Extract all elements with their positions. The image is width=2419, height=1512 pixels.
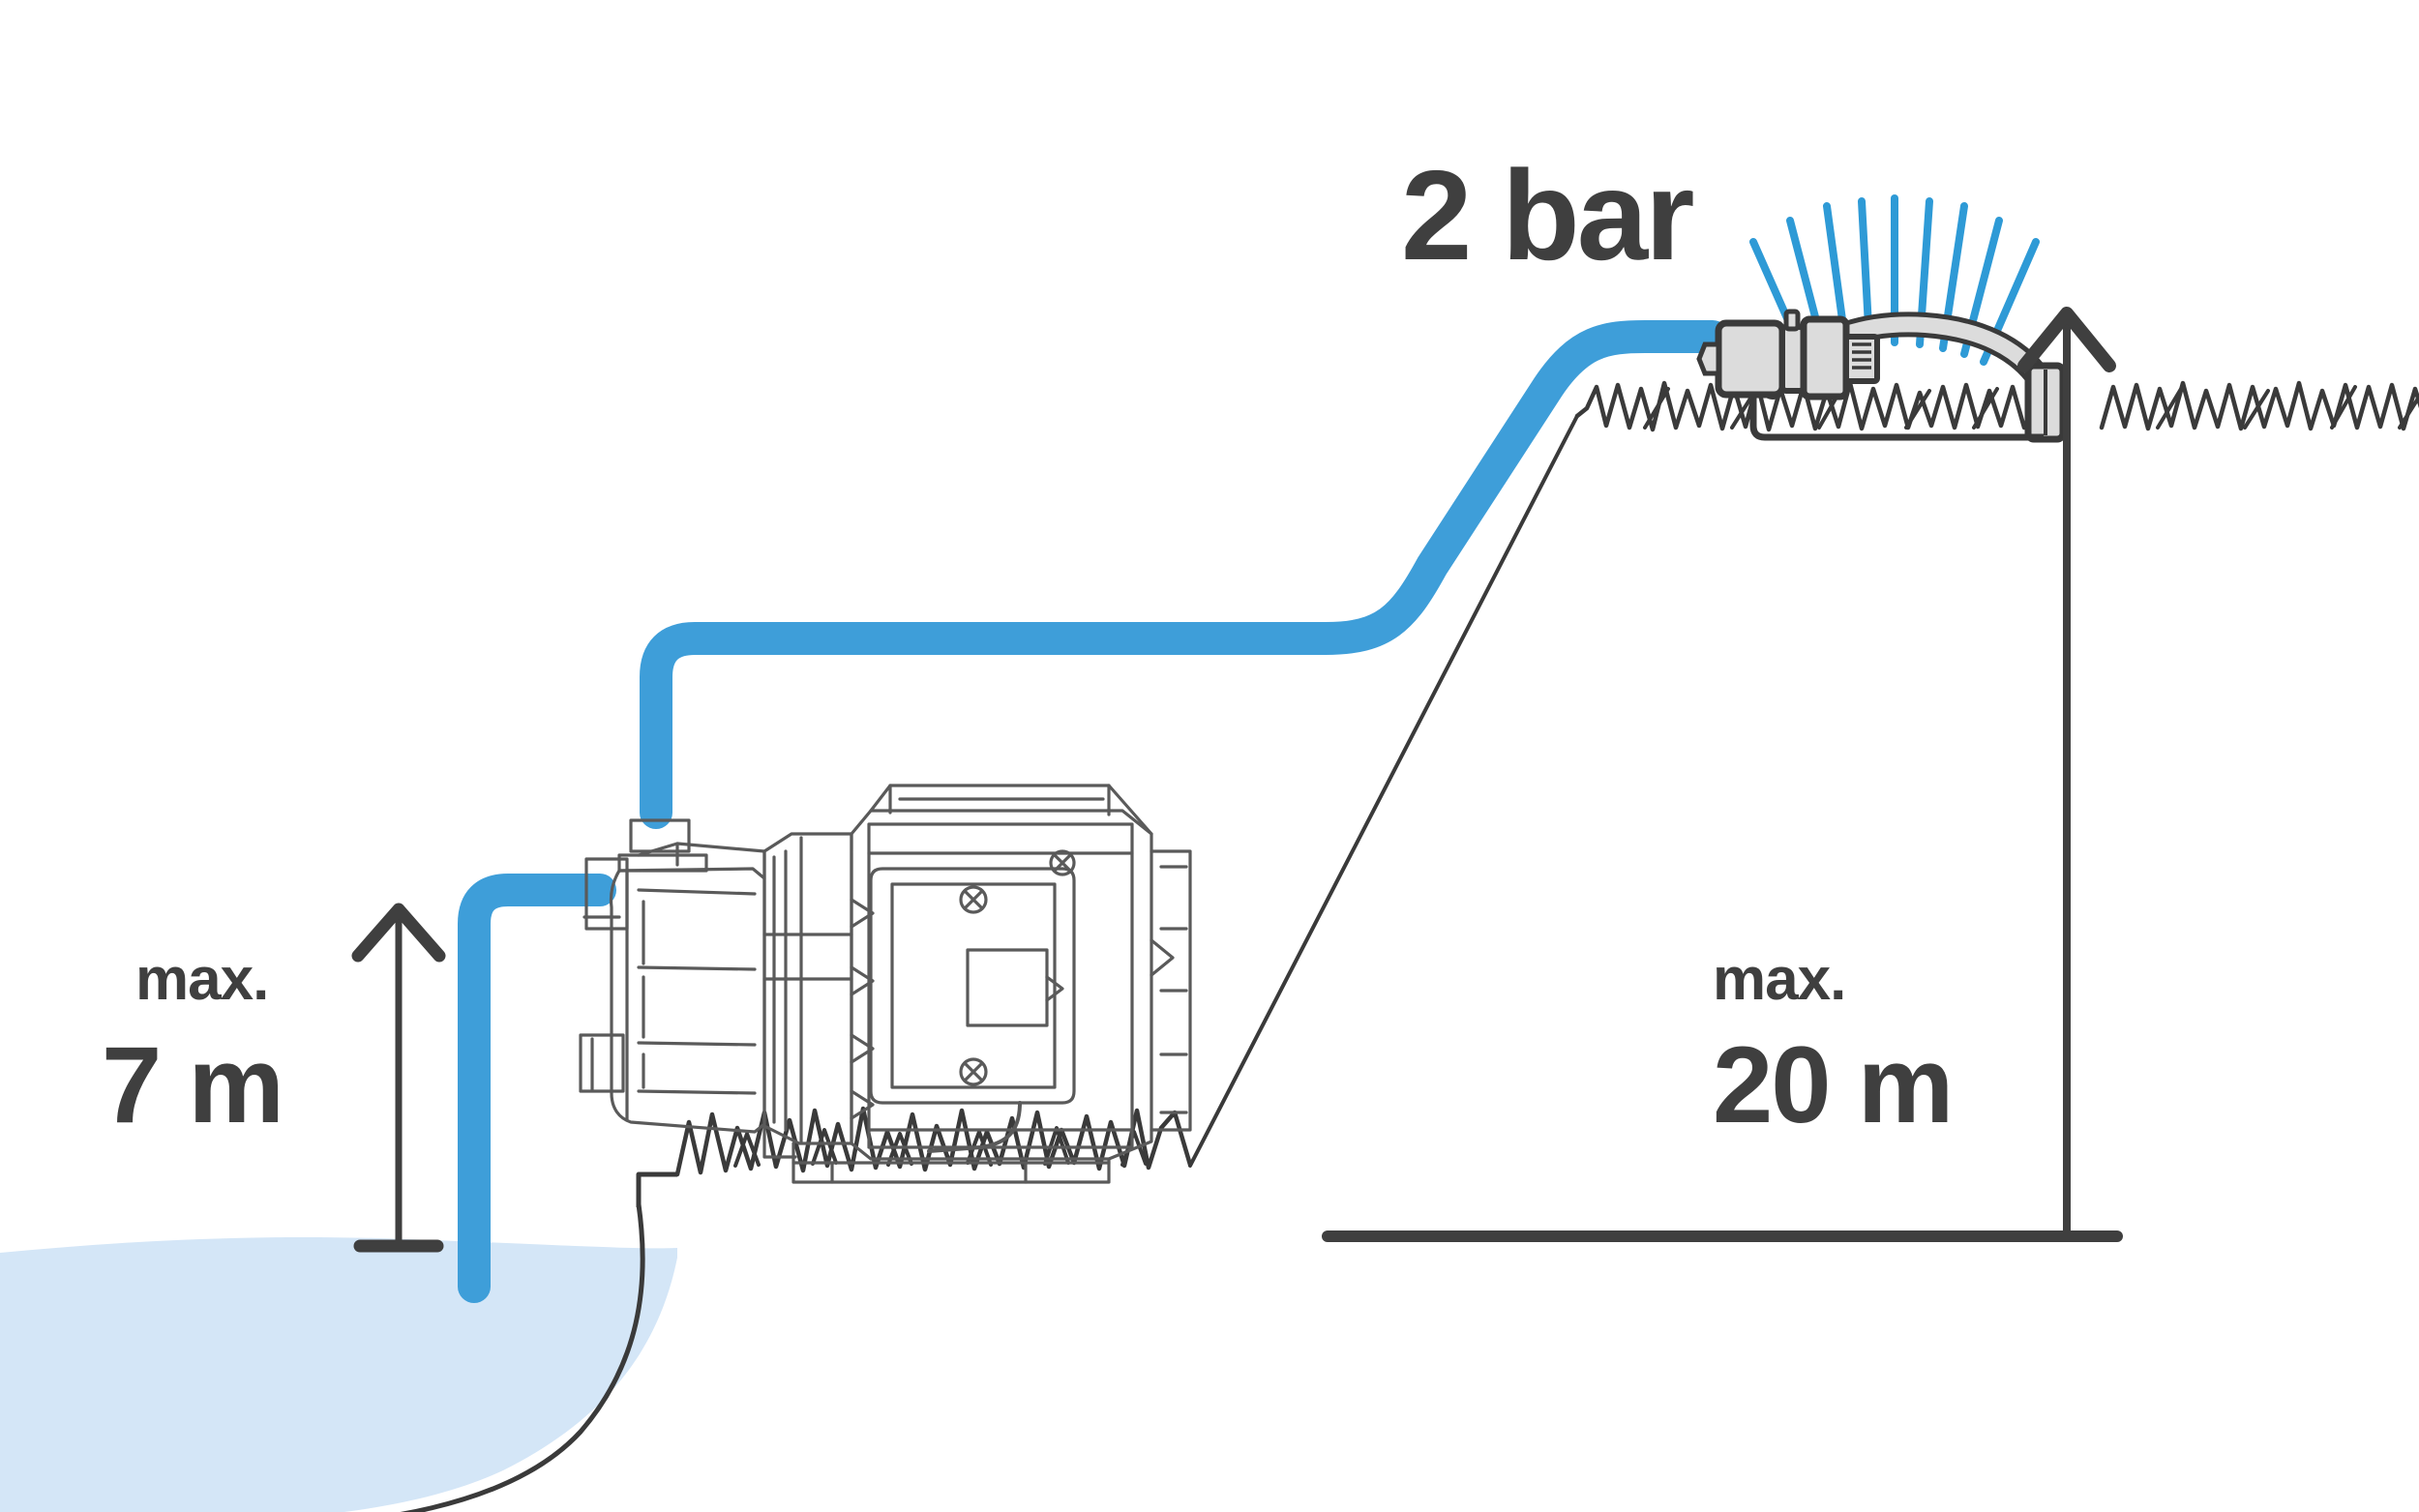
delivery-head-arrow: [2017, 307, 2116, 1240]
delivery-hose: [640, 320, 1729, 829]
pressure-label: 2 bar: [1401, 144, 1693, 286]
embankment-slope: [1188, 414, 1579, 1168]
sprinkler-hose-connector: [1696, 309, 1880, 400]
delivery-label-prefix: max.: [1713, 946, 1845, 1013]
suction-label-value: 7 m: [102, 1024, 283, 1145]
suction-height-arrow: [351, 903, 446, 1253]
suction-arrow-head: [351, 903, 446, 963]
water-fill: [0, 1236, 677, 1512]
upper-grass-blades-slanted: [1643, 385, 2419, 430]
pond-basin-outline: [400, 1201, 645, 1512]
suction-label-prefix: max.: [135, 946, 268, 1013]
delivery-arrow-head: [2017, 307, 2116, 372]
oscillating-sprinkler: [1696, 194, 2067, 443]
sprinkler-right-pivot: [2024, 362, 2067, 443]
upper-grass-terrace: [1574, 380, 2419, 432]
upper-grass-blades-right: [2099, 380, 2419, 431]
delivery-label-value: 20 m: [1713, 1024, 1952, 1145]
lower-grass-blades: [674, 1106, 1193, 1177]
sprinkler-base-sled: [1749, 387, 2044, 441]
garden-pump: [579, 784, 1192, 1184]
lower-grass-blades-secondary: [733, 1126, 1148, 1168]
suction-hose: [458, 874, 616, 1303]
upper-grass-blades-left: [1574, 380, 2027, 432]
water-reservoir: [0, 1201, 677, 1512]
